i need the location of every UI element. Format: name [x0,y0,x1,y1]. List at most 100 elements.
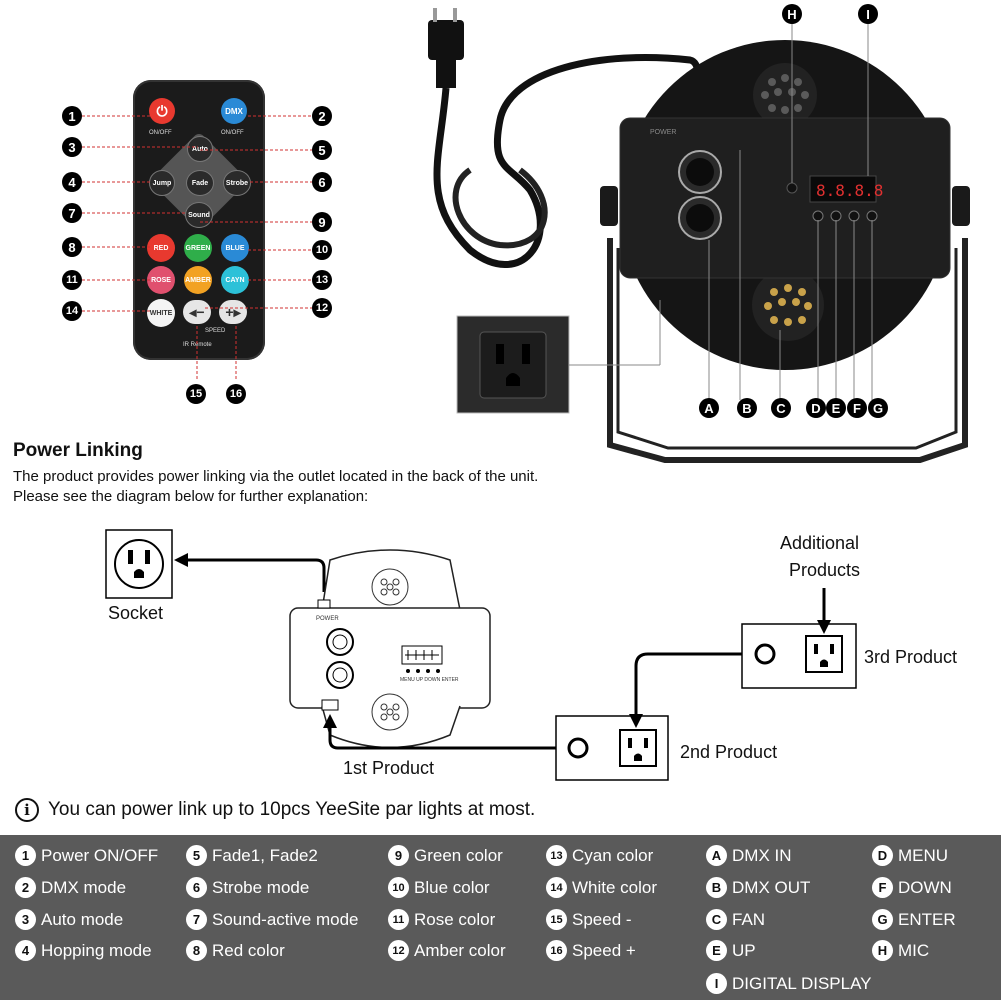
on-off-caption: ON/OFF [149,130,172,136]
legend-label: Speed + [572,940,636,960]
legend-number: 9 [388,845,409,866]
first-product-label: 1st Product [343,758,435,778]
legend-number: 15 [546,909,567,930]
auto-button[interactable]: Auto [187,136,213,162]
legend-number: B [706,877,727,898]
remote-callout-10: 10 [312,240,332,260]
white-button[interactable]: WHITE [147,299,175,327]
legend-label: Rose color [414,909,496,929]
unit-callout-b: B [737,398,757,418]
jump-button[interactable]: Jump [149,170,175,196]
legend-number: E [706,940,727,961]
rose-button[interactable]: ROSE [147,266,175,294]
remote-callout-2: 2 [312,106,332,126]
legend-number: 6 [186,877,207,898]
remote-callout-3: 3 [62,137,82,157]
second-product-label: 2nd Product [680,742,778,762]
legend-label: Hopping mode [41,940,152,960]
remote-callout-6: 6 [312,172,332,192]
legend-number: 5 [186,845,207,866]
legend-label: Blue color [414,877,490,897]
unit-callout-h: H [782,4,802,24]
legend-number: H [872,940,893,961]
strobe-button[interactable]: Strobe [223,170,251,196]
speed-caption: SPEED [205,328,226,334]
remote-callout-4: 4 [62,172,82,192]
svg-text:POWER: POWER [650,129,676,136]
legend-label: DOWN [898,877,952,897]
sound-button[interactable]: Sound [185,202,213,228]
legend-number: D [872,845,893,866]
linking-diagram: POWER MENU UP DOWN ENTER [105,529,857,781]
info-icon: i [15,798,39,822]
remote-callout-11: 11 [62,270,82,290]
legend-number: 10 [388,877,409,898]
third-product-label: 3rd Product [864,647,958,667]
remote-control: ⏻ ON/OFF DMX ON/OFF Auto Jump Fade Strob… [133,80,265,360]
fade-button[interactable]: Fade [186,170,214,196]
legend-label: Power ON/OFF [41,845,159,865]
legend-number: C [706,909,727,930]
remote-callout-9: 9 [312,212,332,232]
unit-callout-d: D [806,398,826,418]
legend-label: Speed - [572,909,632,929]
unit-callout-i: I [858,4,878,24]
remote-callout-16: 16 [226,384,246,404]
legend-number: 11 [388,909,409,930]
legend-number: 3 [15,909,36,930]
legend-label: Sound-active mode [212,909,359,929]
speed-minus-button[interactable]: ◂− [183,300,211,324]
legend-label: MENU [898,845,949,865]
legend-number: I [706,973,727,994]
legend-label: Strobe mode [212,877,310,897]
legend-label: DMX IN [732,845,792,865]
legend-label: Fade1, Fade2 [212,845,318,865]
unit-callout-g: G [868,398,888,418]
legend-label: Red color [212,940,285,960]
legend-label: FAN [732,909,766,929]
unit-callout-c: C [771,398,791,418]
additional-products-label-1: Additional [780,533,860,553]
remote-callout-14: 14 [62,301,82,321]
svg-text:POWER: POWER [316,616,339,622]
dmx-button[interactable]: DMX [221,98,247,124]
red-button[interactable]: RED [147,234,175,262]
amber-button[interactable]: AMBER [184,266,212,294]
legend-number: G [872,909,893,930]
cyan-button[interactable]: CAYN [221,266,249,294]
blue-button[interactable]: BLUE [221,234,249,262]
legend-label: DMX OUT [732,877,811,897]
legend-number: 8 [186,940,207,961]
par-light-unit: POWER 8.8.8.8 [428,8,970,463]
remote-callout-15: 15 [186,384,206,404]
legend-number: 13 [546,845,567,866]
legend-number: 14 [546,877,567,898]
green-button[interactable]: GREEN [184,234,212,262]
legend-label: Green color [414,845,503,865]
legend-label: UP [732,940,756,960]
dmx-caption: ON/OFF [221,130,244,136]
legend-label: Auto mode [41,909,124,929]
ir-remote-caption: IR Remote [183,342,212,348]
on-off-button[interactable]: ⏻ [149,98,175,124]
remote-callout-lines [82,115,312,380]
power-linking-line1: The product provides power linking via t… [13,468,539,485]
